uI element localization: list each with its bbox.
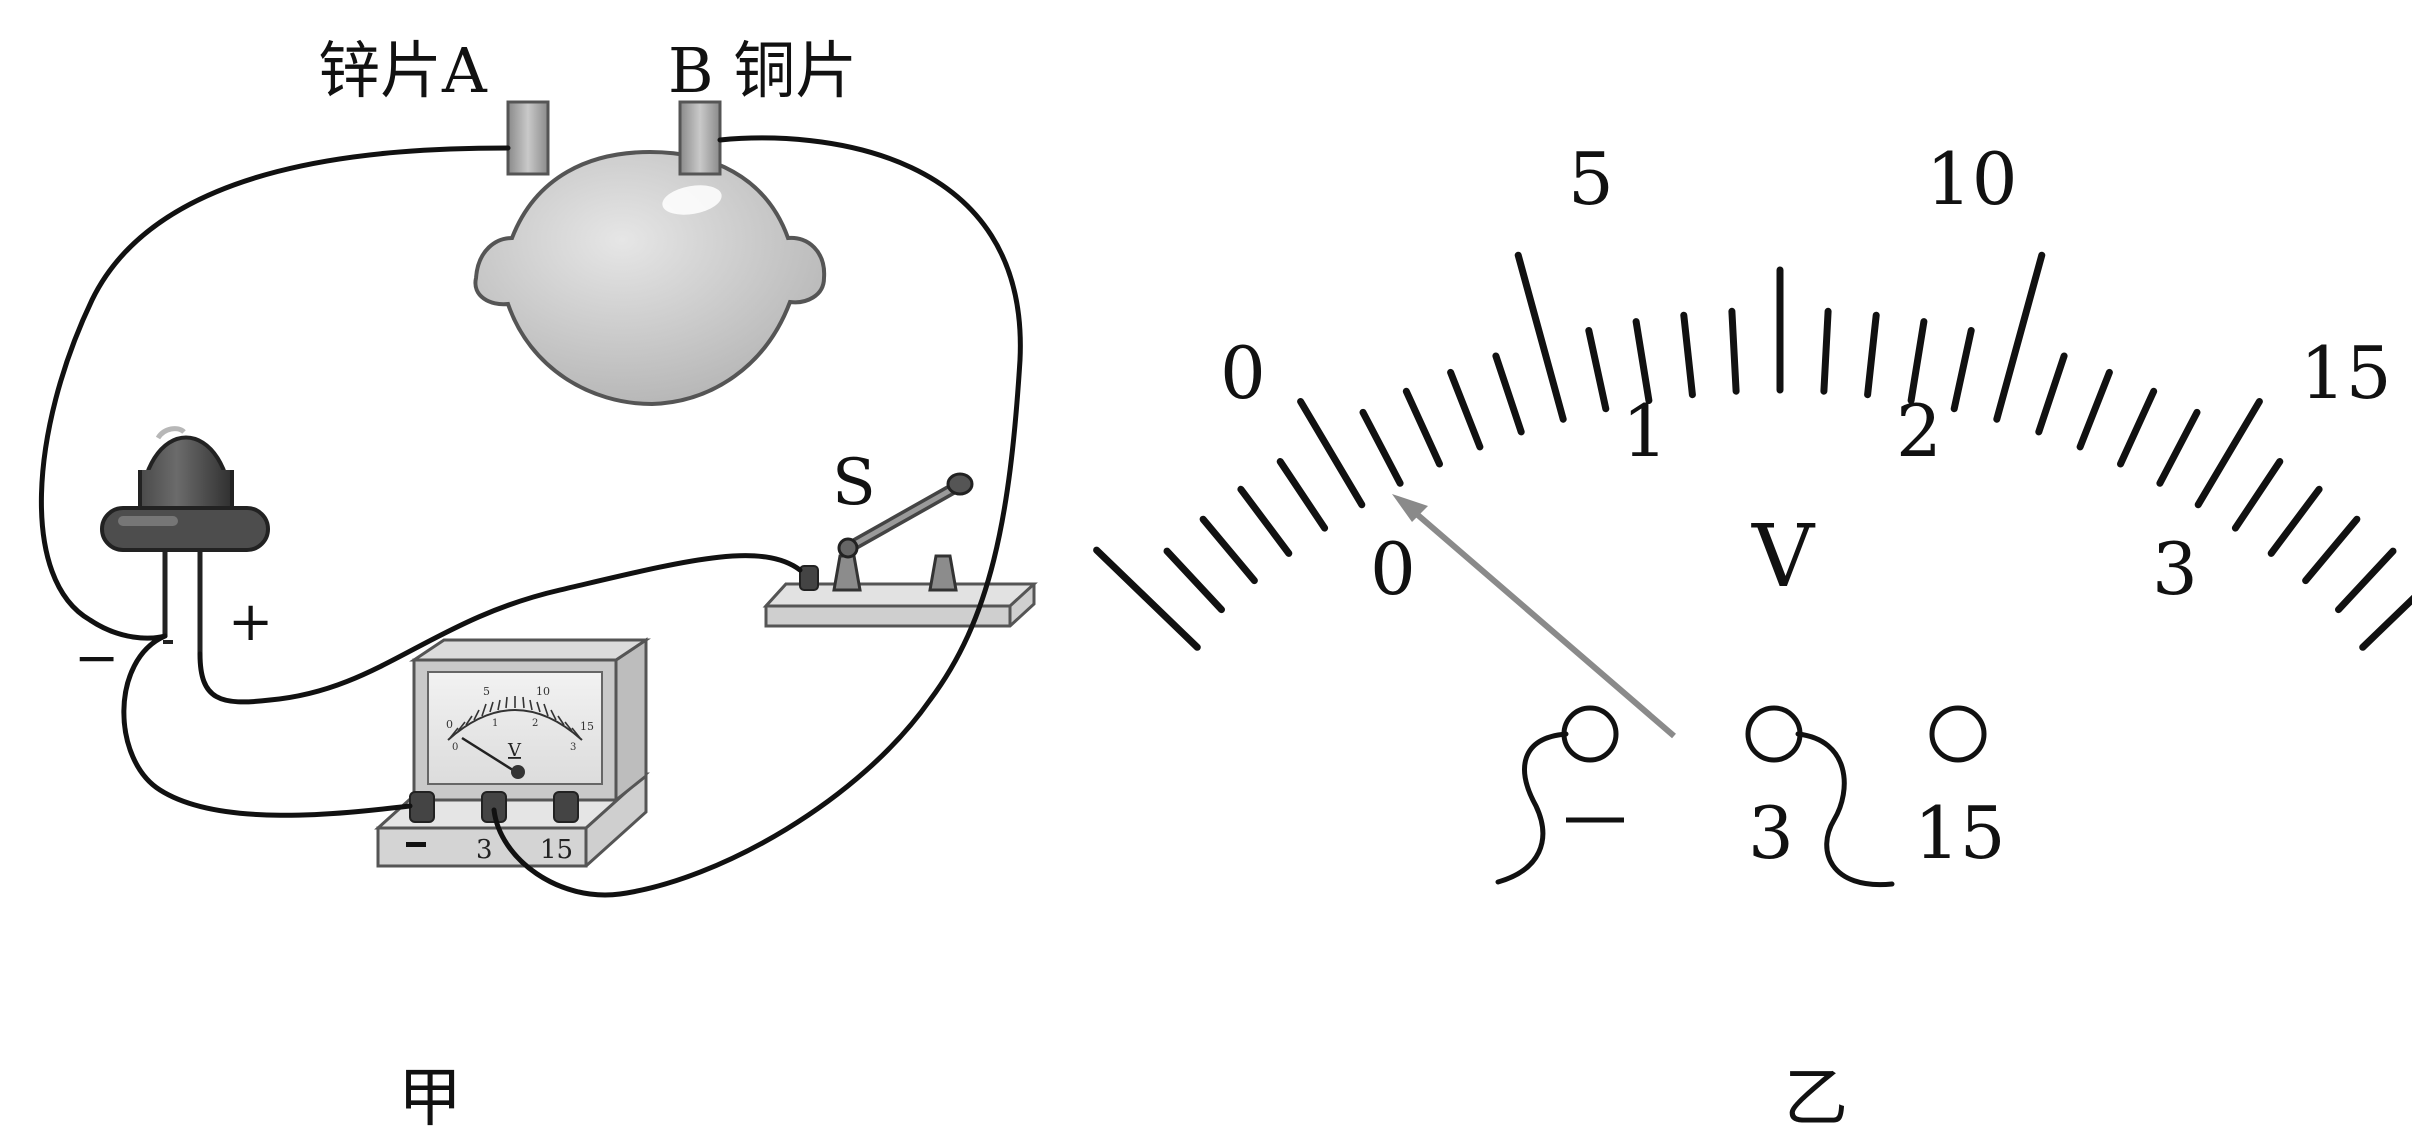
scale-tick xyxy=(1950,327,1975,413)
lower-scale-1: 1 xyxy=(1622,389,1668,473)
scale-tick xyxy=(1359,408,1404,487)
small-terminal-3: 3 xyxy=(476,835,493,865)
scale-tick xyxy=(1402,387,1443,468)
voltmeter-scale xyxy=(1093,251,2412,651)
scale-tick xyxy=(1514,251,1567,423)
zinc-plate-label: 锌片A xyxy=(318,34,488,107)
scale-tick xyxy=(2302,515,2361,585)
scale-tick xyxy=(1632,318,1653,404)
upper-scale-0: 0 xyxy=(1220,331,1266,415)
scale-tick xyxy=(1907,318,1928,404)
small-scale-lower-2: 2 xyxy=(532,718,538,729)
meter-unit-label: V xyxy=(1751,507,1816,607)
lower-scale-0: 0 xyxy=(1370,527,1416,611)
scale-tick xyxy=(1680,311,1696,399)
scale-tick xyxy=(1728,307,1740,395)
scale-tick xyxy=(2156,408,2201,487)
scale-tick xyxy=(2359,594,2412,651)
scale-tick xyxy=(2194,398,2263,509)
scale-tick xyxy=(1276,458,1329,532)
switch xyxy=(762,472,1038,628)
scale-tick xyxy=(1163,547,1225,614)
small-terminal-15: 15 xyxy=(540,835,573,865)
scale-tick xyxy=(2267,485,2323,557)
scale-tick xyxy=(1237,485,1293,557)
small-scale-10: 10 xyxy=(536,685,550,698)
upper-scale-15: 15 xyxy=(2300,331,2392,415)
small-scale-lower-3: 3 xyxy=(570,742,576,753)
scale-tick xyxy=(1492,352,1525,436)
scale-tick xyxy=(1993,251,2046,423)
scale-tick xyxy=(2335,547,2397,614)
lower-scale-2: 2 xyxy=(1896,389,1942,473)
wires xyxy=(39,135,1023,898)
led-plus-label: + xyxy=(228,590,273,653)
figure-b-caption: 乙 xyxy=(1784,1062,1848,1136)
scale-tick xyxy=(1093,546,1201,651)
terminal-15-label: 15 xyxy=(1914,791,2006,875)
led xyxy=(100,426,270,654)
scale-tick xyxy=(1447,368,1484,451)
figure-a-caption: 甲 xyxy=(398,1062,462,1136)
meter-terminals xyxy=(1495,705,1987,888)
scale-tick xyxy=(2035,352,2068,436)
switch-label: S xyxy=(832,446,876,520)
small-meter-unit: V xyxy=(507,740,522,761)
scale-tick xyxy=(1585,327,1610,413)
led-minus-label: − xyxy=(74,626,119,689)
small-scale-lower-1: 1 xyxy=(492,718,498,729)
small-scale-5: 5 xyxy=(483,685,490,698)
scale-tick xyxy=(1820,307,1832,395)
terminal-3-label: 3 xyxy=(1748,791,1794,875)
lower-scale-3: 3 xyxy=(2152,527,2198,611)
zinc-plate xyxy=(506,100,550,176)
upper-scale-10: 10 xyxy=(1926,137,2018,221)
voltmeter-device: 0 5 10 15 0 1 2 3 V 3 15 xyxy=(374,637,651,868)
small-scale-lower-0: 0 xyxy=(452,742,458,753)
small-scale-0: 0 xyxy=(446,718,453,731)
meter-pointer xyxy=(1392,494,1676,739)
small-scale-15: 15 xyxy=(580,720,594,733)
lemon-battery xyxy=(473,149,827,407)
copper-plate xyxy=(678,100,722,176)
scale-tick xyxy=(2117,387,2158,468)
small-minus-mark xyxy=(406,842,426,847)
scale-tick xyxy=(2231,458,2284,532)
scale-tick xyxy=(1297,398,1366,509)
upper-scale-5: 5 xyxy=(1568,137,1614,221)
scale-tick xyxy=(2076,368,2113,451)
copper-plate-label: B 铜片 xyxy=(668,34,857,107)
scale-tick xyxy=(1864,311,1880,399)
scale-tick xyxy=(1199,515,1258,585)
